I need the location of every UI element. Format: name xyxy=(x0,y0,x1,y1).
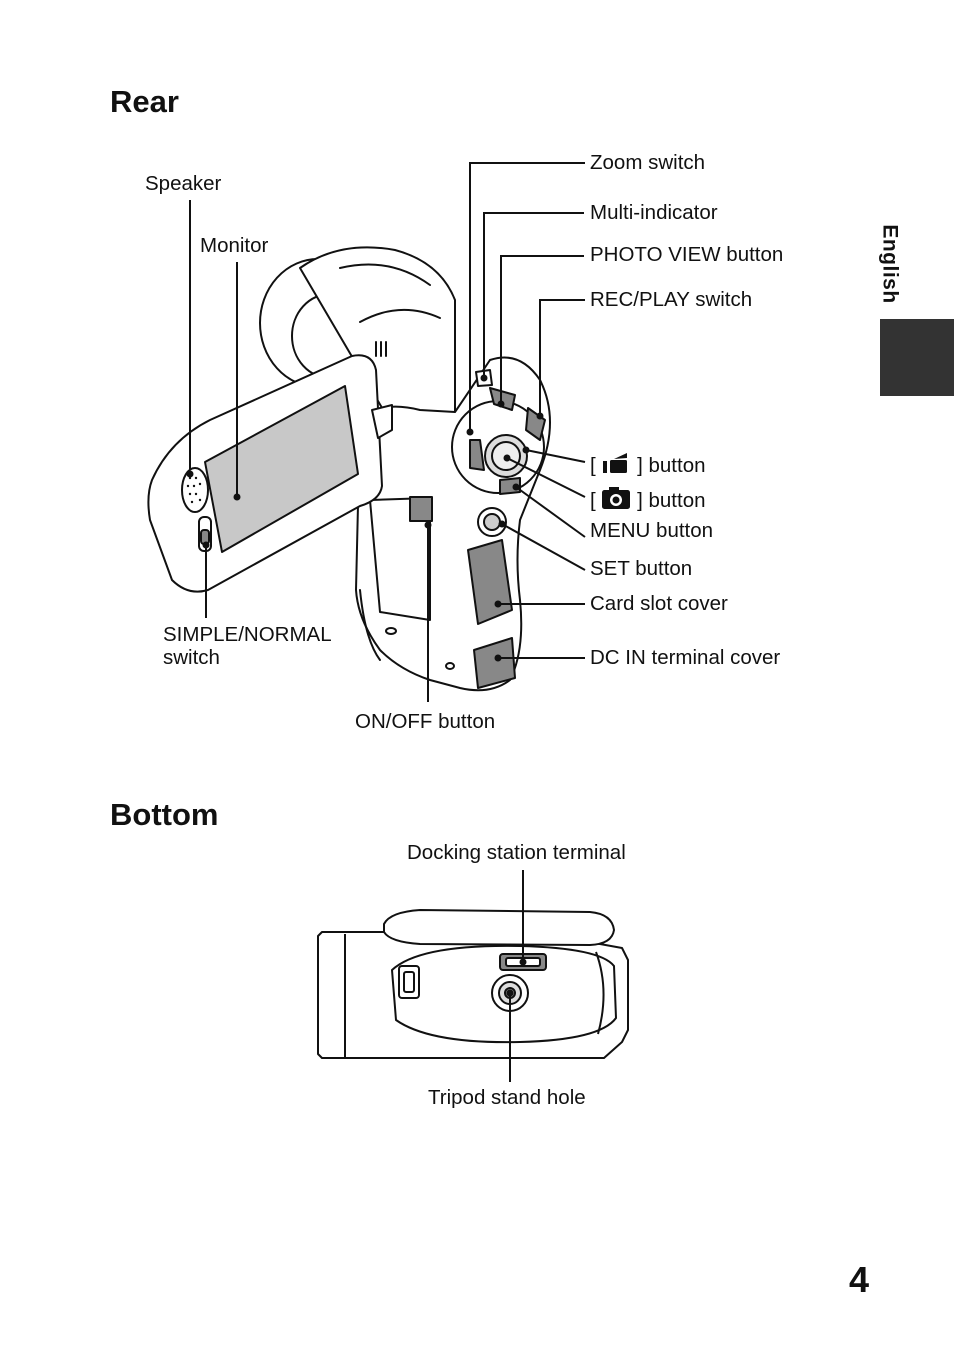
label-tripod-hole: Tripod stand hole xyxy=(428,1086,586,1109)
label-menu-button: MENU button xyxy=(590,519,714,542)
video-button-bracket-close: ] button xyxy=(637,454,706,477)
bottom-camera-illustration xyxy=(317,909,629,1059)
label-speaker: Speaker xyxy=(145,172,222,195)
label-photo-button: [ ] button xyxy=(590,486,706,512)
label-simple-normal-switch: SIMPLE/NORMAL switch xyxy=(163,623,332,669)
label-on-off-button: ON/OFF button xyxy=(355,710,496,733)
simple-normal-line2: switch xyxy=(163,646,220,669)
video-camera-icon xyxy=(603,453,628,473)
label-video-button: [ ] button xyxy=(590,451,706,477)
photo-button-bracket-close: ] button xyxy=(637,489,706,512)
label-photo-view-button: PHOTO VIEW button xyxy=(590,243,784,266)
video-button-bracket-open: [ xyxy=(590,454,596,477)
heading-bottom: Bottom xyxy=(110,797,219,832)
photo-button-bracket-open: [ xyxy=(590,489,596,512)
label-multi-indicator: Multi-indicator xyxy=(590,201,718,224)
label-docking-terminal: Docking station terminal xyxy=(407,841,626,864)
heading-rear: Rear xyxy=(110,84,179,119)
language-tab-marker xyxy=(880,319,954,396)
label-dc-in-cover: DC IN terminal cover xyxy=(590,646,781,669)
label-zoom-switch: Zoom switch xyxy=(590,151,706,174)
label-rec-play-switch: REC/PLAY switch xyxy=(590,288,753,311)
still-camera-icon xyxy=(602,487,631,509)
label-set-button: SET button xyxy=(590,557,693,580)
simple-normal-line1: SIMPLE/NORMAL xyxy=(163,623,332,646)
label-monitor: Monitor xyxy=(200,234,269,257)
page-number: 4 xyxy=(849,1259,870,1300)
label-card-slot-cover: Card slot cover xyxy=(590,592,728,615)
